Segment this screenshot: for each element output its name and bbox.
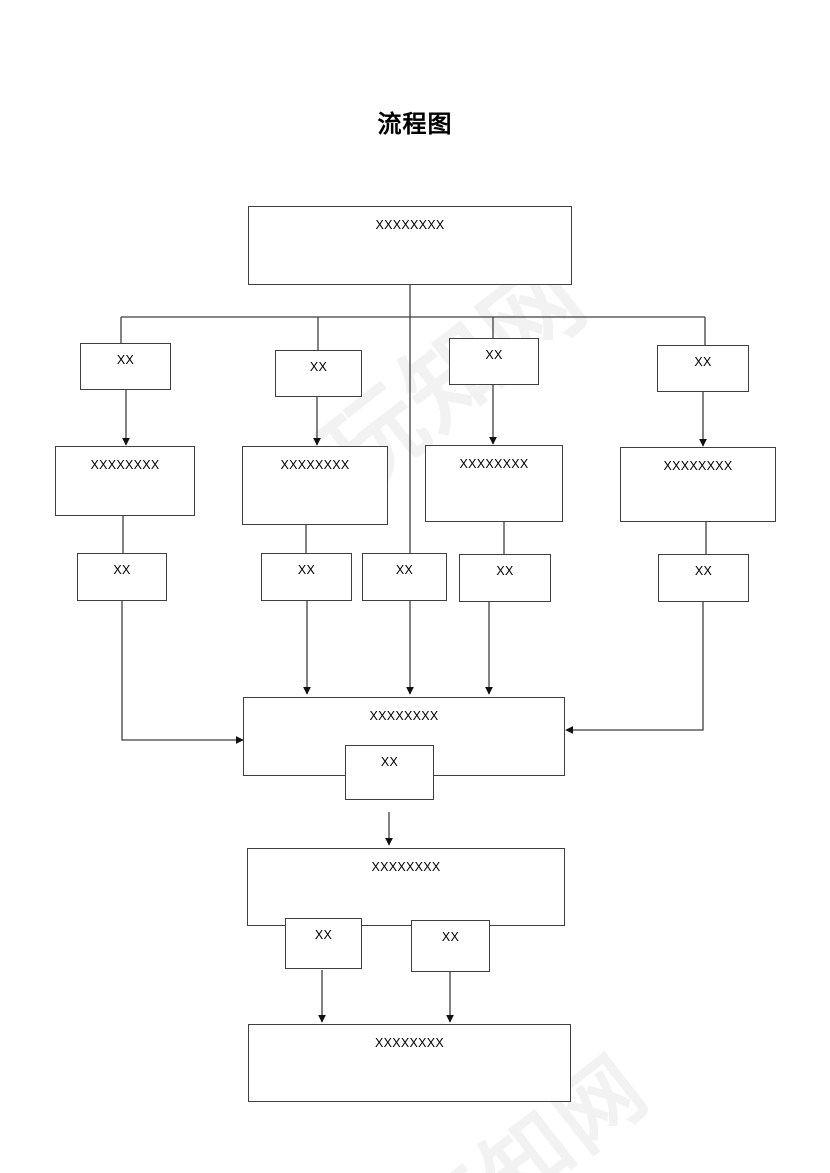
node-row4-3-label: XX (395, 563, 414, 577)
node-row3-4-label: XXXXXXXX (663, 459, 733, 473)
node-row2-3[interactable]: XX (449, 338, 539, 385)
node-row2-4-label: XX (694, 355, 712, 369)
node-row3-3[interactable]: XXXXXXXX (425, 445, 563, 522)
node-row3-4[interactable]: XXXXXXXX (620, 447, 776, 522)
wire-left-return-to-merge (121, 601, 244, 744)
node-row2-2-label: XX (309, 360, 328, 374)
node-row2-4[interactable]: XX (657, 345, 749, 392)
wire-right-return-to-merge (565, 602, 704, 734)
node-merge-sub-label: XX (380, 755, 399, 769)
node-row3-1[interactable]: XXXXXXXX (55, 446, 195, 516)
node-stage-sub-2[interactable]: XX (411, 920, 490, 972)
node-row2-1-label: XX (116, 353, 135, 367)
node-row2-3-label: XX (485, 348, 503, 362)
node-row4-1[interactable]: XX (77, 553, 167, 601)
node-row3-2-label: XXXXXXXX (280, 458, 350, 472)
node-merge-sub[interactable]: XX (345, 745, 434, 800)
node-final-label: XXXXXXXX (374, 1036, 445, 1050)
node-final[interactable]: XXXXXXXX (248, 1024, 571, 1102)
node-stage[interactable]: XXXXXXXX (247, 848, 565, 926)
node-stage-label: XXXXXXXX (371, 860, 441, 874)
node-row4-2[interactable]: XX (261, 553, 352, 601)
node-row2-2[interactable]: XX (275, 350, 362, 397)
node-row4-1-label: XX (113, 563, 131, 577)
node-row3-3-label: XXXXXXXX (459, 457, 529, 471)
node-row2-1[interactable]: XX (80, 343, 171, 390)
node-row4-2-label: XX (297, 563, 316, 577)
node-row3-2[interactable]: XXXXXXXX (242, 446, 388, 525)
page-title: 流程图 (377, 111, 453, 138)
node-stage-sub-2-label: XX (441, 930, 460, 944)
node-row4-5-label: XX (694, 564, 713, 578)
node-merge-label: XXXXXXXX (369, 709, 439, 723)
node-root[interactable]: XXXXXXXX (248, 206, 572, 285)
node-stage-sub-1[interactable]: XX (285, 918, 362, 969)
node-root-label: XXXXXXXX (375, 218, 445, 232)
node-row3-1-label: XXXXXXXX (90, 458, 160, 472)
node-row4-5[interactable]: XX (658, 554, 749, 602)
node-row4-4[interactable]: XX (459, 554, 551, 602)
node-row4-3[interactable]: XX (362, 553, 447, 601)
node-stage-sub-1-label: XX (314, 928, 333, 942)
node-row4-4-label: XX (496, 564, 514, 578)
